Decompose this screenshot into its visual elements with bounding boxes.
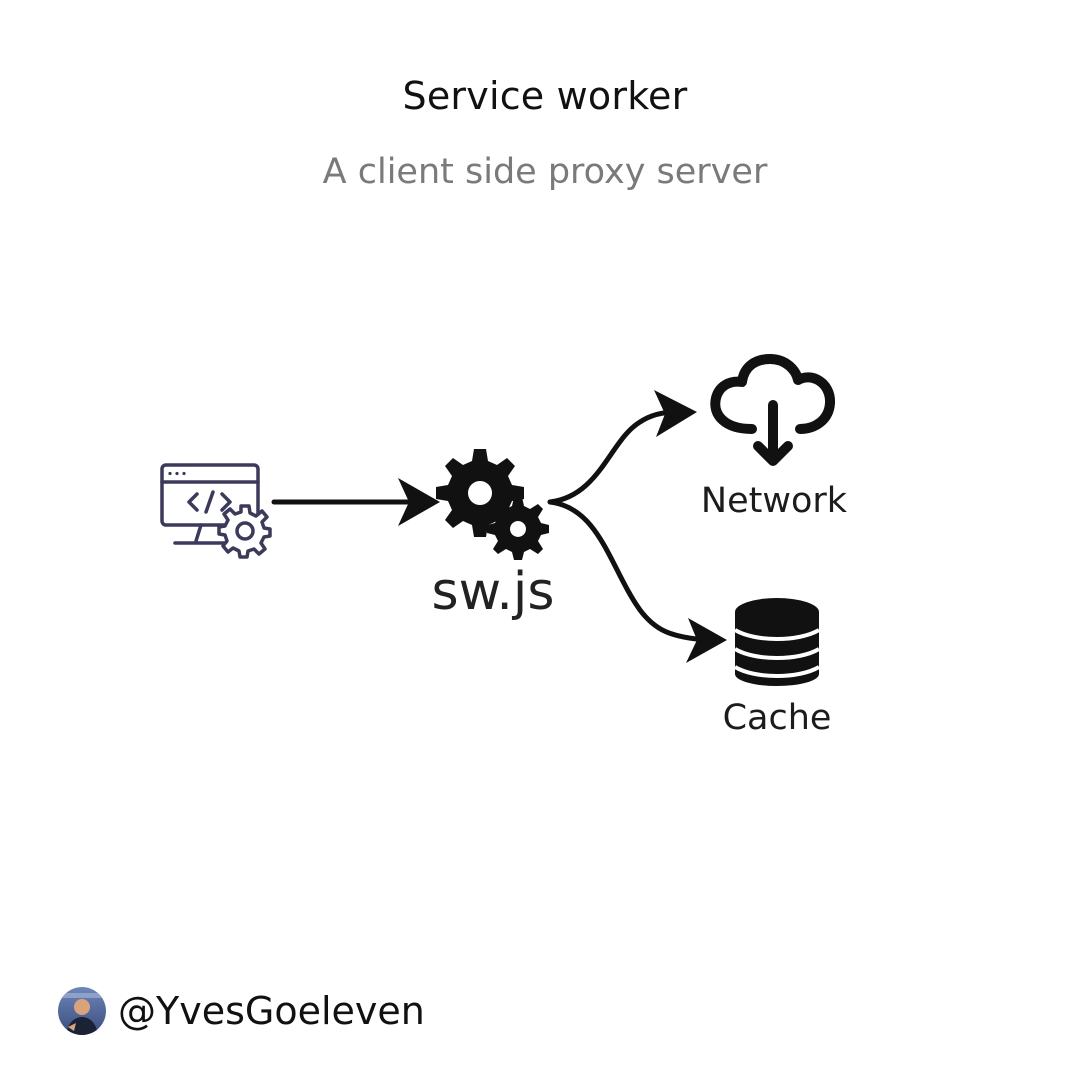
cache-label: Cache xyxy=(722,698,832,738)
arrow-to-service-worker xyxy=(271,478,440,526)
service-worker-label: sw.js xyxy=(431,562,555,622)
page-subtitle: A client side proxy server xyxy=(322,152,768,192)
browser-code-settings-icon xyxy=(160,463,272,559)
profile-avatar[interactable] xyxy=(58,987,106,1035)
page-title: Service worker xyxy=(402,74,688,118)
cloud-download-icon xyxy=(710,354,835,466)
author-handle: @YvesGoeleven xyxy=(118,989,425,1033)
database-icon xyxy=(733,598,821,686)
gears-icon xyxy=(436,449,549,560)
arrow-to-cache xyxy=(547,499,727,663)
author-footer: @YvesGoeleven xyxy=(58,986,425,1036)
network-label: Network xyxy=(700,481,848,521)
arrow-to-network xyxy=(547,390,697,505)
